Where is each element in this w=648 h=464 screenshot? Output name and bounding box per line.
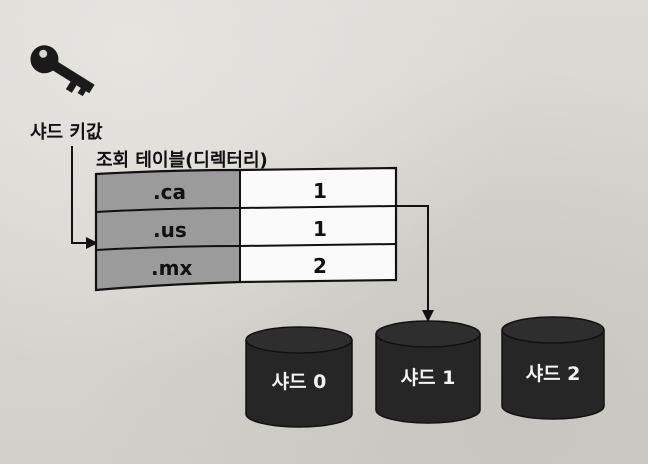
lookup-table: .ca .us .mx 1 1 2: [94, 166, 398, 292]
table-key-us: .us: [153, 218, 187, 242]
table-value-mx: 2: [313, 254, 327, 278]
key-icon: [30, 45, 95, 97]
table-to-shard-arrowhead: [422, 310, 434, 322]
key-to-table-arrow: [71, 146, 92, 244]
table-value-us: 1: [313, 217, 327, 241]
table-cell-value: [240, 206, 396, 246]
table-cell-key: [96, 208, 240, 250]
shard-2-cylinder: 샤드 2: [501, 316, 605, 420]
table-value-ca: 1: [313, 179, 327, 203]
table-to-shard-arrow: [396, 205, 429, 314]
table-cell-key: [96, 246, 240, 290]
shard-0-cylinder: 샤드 0: [245, 326, 353, 428]
shard-0-label: 샤드 0: [272, 371, 327, 393]
table-key-mx: .mx: [151, 256, 192, 280]
table-cell-value: [240, 168, 396, 208]
shard-1-label: 샤드 1: [401, 367, 456, 389]
shard-2-label: 샤드 2: [526, 363, 581, 385]
key-to-table-arrowhead: [86, 237, 98, 249]
lookup-table-title: 조회 테이블(디렉터리): [96, 150, 268, 171]
table-cell-value: [240, 244, 396, 282]
table-cell-key: [96, 170, 240, 212]
shard-1-cylinder: 샤드 1: [375, 320, 481, 424]
shard-key-label: 샤드 키값: [30, 122, 103, 143]
table-key-ca: .ca: [153, 180, 186, 204]
